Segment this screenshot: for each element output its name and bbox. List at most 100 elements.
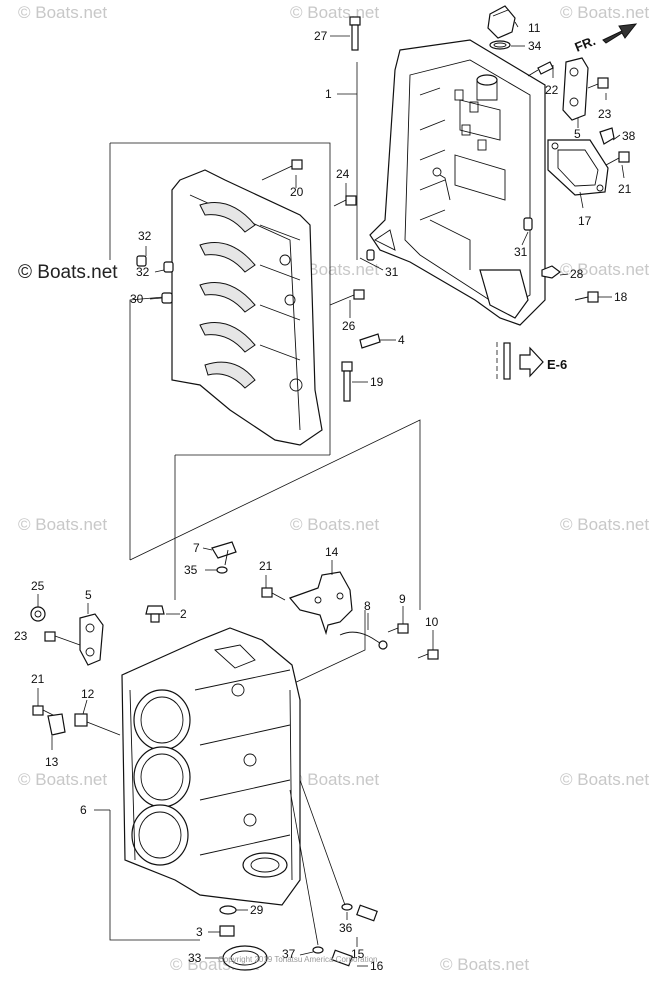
- bolt-part-21-upper[interactable]: [605, 151, 630, 166]
- gasket-part-5-upper[interactable]: [562, 57, 589, 121]
- bolt-part-9[interactable]: [387, 623, 409, 634]
- callout: 23: [598, 107, 612, 121]
- callout: 12: [81, 687, 95, 701]
- callout: 24: [336, 167, 350, 181]
- bolt-part-26[interactable]: [329, 289, 365, 306]
- bolt-part-24[interactable]: [333, 195, 357, 207]
- nut-part-28[interactable]: [541, 265, 561, 279]
- callout: 17: [578, 214, 592, 228]
- bolt-part-10[interactable]: [417, 649, 439, 660]
- callout: 34: [528, 39, 542, 53]
- watermark: © Boats.net: [290, 770, 379, 789]
- sensor-part-7[interactable]: [211, 541, 237, 566]
- callout: 33: [188, 951, 202, 965]
- front-arrow-icon: [602, 23, 638, 44]
- cover-part-17[interactable]: [547, 139, 609, 196]
- callout: 36: [339, 921, 353, 935]
- callout: 14: [325, 545, 339, 559]
- sensor-part-12[interactable]: [74, 713, 121, 736]
- cylinder-block-part-6[interactable]: [121, 627, 301, 906]
- bolt-part-23-upper[interactable]: [587, 77, 609, 89]
- callout: 15: [351, 947, 365, 961]
- bushing-part-30[interactable]: [161, 292, 173, 304]
- bolt-part-21-lower[interactable]: [32, 705, 56, 717]
- copyright-notice: Copyright 2019 Tohatsu America Corporati…: [218, 955, 378, 964]
- watermark: © Boats.net: [290, 3, 379, 22]
- dowel-pin-part-31[interactable]: [523, 217, 533, 231]
- callout: 9: [399, 592, 406, 606]
- callout: 29: [250, 903, 264, 917]
- cylinder-head-assembly[interactable]: [171, 169, 323, 446]
- reference-e6: E-6: [496, 342, 567, 382]
- callout: 21: [259, 559, 273, 573]
- callout: 20: [290, 185, 304, 199]
- watermark: © Boats.net: [290, 515, 379, 534]
- bolt-part-21-middle[interactable]: [261, 587, 286, 601]
- dowel-pin-part-31-lower[interactable]: [366, 249, 375, 261]
- callout: 11: [528, 21, 541, 35]
- callout: 7: [193, 541, 200, 555]
- watermark: © Boats.net: [560, 3, 649, 22]
- watermark: © Boats.net: [440, 955, 529, 974]
- watermark: © Boats.net: [560, 770, 649, 789]
- washer-part-36[interactable]: [341, 903, 353, 911]
- bolt-part-20[interactable]: [261, 159, 303, 181]
- stud-part-22[interactable]: [527, 61, 554, 77]
- washer-part-37[interactable]: [312, 946, 324, 954]
- washer-part-29[interactable]: [219, 905, 237, 915]
- leader-lines: [37, 21, 625, 967]
- callout: 35: [184, 563, 198, 577]
- bolt-part-27[interactable]: [349, 16, 361, 51]
- callout: 28: [570, 267, 584, 281]
- callout: 16: [370, 959, 384, 973]
- sensor-part-16[interactable]: [331, 949, 353, 967]
- stud-part-4[interactable]: [359, 333, 381, 349]
- gasket-part-5-lower[interactable]: [79, 613, 104, 666]
- wire-part-8[interactable]: [339, 631, 388, 650]
- bracket-part-14[interactable]: [288, 571, 353, 636]
- callout: 21: [31, 672, 45, 686]
- callout: 32: [136, 265, 150, 279]
- bolt-part-18[interactable]: [574, 291, 599, 303]
- assembly-frames: [109, 62, 421, 941]
- callout: 10: [425, 615, 439, 629]
- washer-part-35[interactable]: [216, 566, 228, 574]
- plug-part-3[interactable]: [219, 925, 235, 937]
- bolt-part-19[interactable]: [341, 361, 353, 402]
- callout: 26: [342, 319, 356, 333]
- callout: 2: [180, 607, 187, 621]
- oil-filler-cap-part-11[interactable]: [487, 5, 516, 39]
- o-ring-part-34[interactable]: [489, 40, 511, 50]
- bracket-part-13[interactable]: [47, 713, 66, 736]
- callout: 31: [385, 265, 399, 279]
- callout: 37: [282, 947, 296, 961]
- plug-part-2[interactable]: [145, 605, 165, 623]
- callout: 21: [618, 182, 632, 196]
- clip-part-38[interactable]: [599, 127, 615, 145]
- callout: 13: [45, 755, 59, 769]
- seal-part-25[interactable]: [30, 606, 46, 622]
- crankcase-part-1[interactable]: [369, 39, 546, 326]
- sensor-part-15[interactable]: [356, 904, 378, 922]
- watermark: © Boats.net: [560, 260, 649, 279]
- watermark: © Boats.net: [18, 515, 107, 534]
- callout: 38: [622, 129, 636, 143]
- callout: 27: [314, 29, 328, 43]
- callout: 25: [31, 579, 45, 593]
- callout: 31: [514, 245, 528, 259]
- bushing-part-32-b[interactable]: [163, 261, 174, 273]
- front-label: FR.: [573, 33, 598, 55]
- callout: 5: [85, 588, 92, 602]
- watermark-layer: © Boats.net © Boats.net © Boats.net © Bo…: [18, 3, 649, 974]
- bolt-part-23-lower[interactable]: [44, 631, 81, 646]
- watermark: © Boats.net: [290, 260, 379, 279]
- front-direction-marker: FR.: [573, 23, 638, 55]
- bushing-part-32[interactable]: [136, 255, 147, 267]
- callout: 30: [130, 292, 144, 306]
- callout: 32: [138, 229, 152, 243]
- callout: 1: [325, 87, 332, 101]
- watermark: © Boats.net: [18, 3, 107, 22]
- callout: 19: [370, 375, 384, 389]
- callout: 4: [398, 333, 405, 347]
